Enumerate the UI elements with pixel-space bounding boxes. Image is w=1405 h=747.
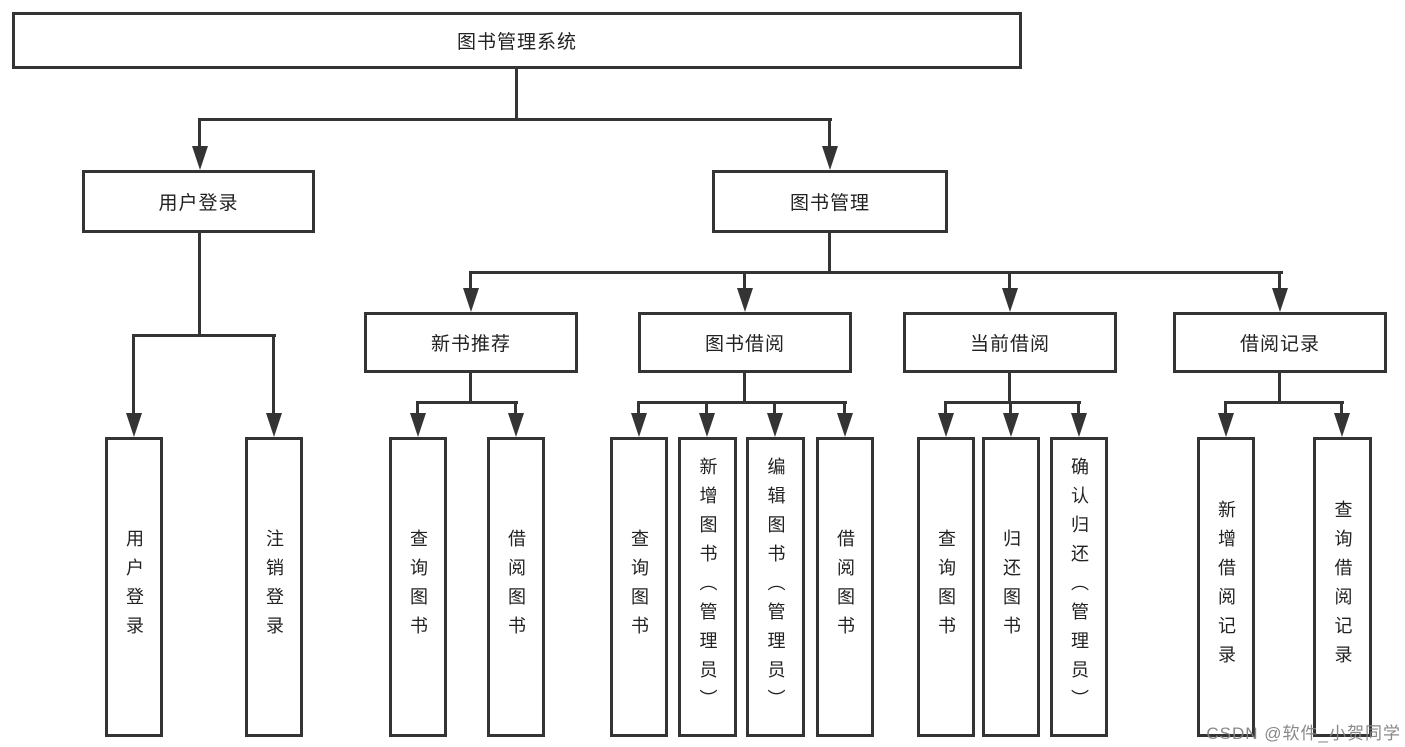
connector-arrowhead xyxy=(508,413,524,437)
connector-arrowhead xyxy=(463,288,479,312)
connector-line xyxy=(1340,401,1343,416)
node-book-management-label: 图书管理 xyxy=(789,193,870,214)
leaf-logout: 注销登录 xyxy=(245,437,303,737)
connector-arrowhead xyxy=(737,288,753,312)
connector-line xyxy=(944,401,1081,404)
connector-line xyxy=(743,271,746,291)
csdn-watermark: CSDN @软件_小贺同学 xyxy=(1206,724,1401,743)
leaf-edit-book-admin-label: 编辑图书（管理员） xyxy=(765,456,786,718)
leaf-confirm-return-admin: 确认归还（管理员） xyxy=(1050,437,1108,737)
leaf-query-borrow-record: 查询借阅记录 xyxy=(1313,437,1372,737)
node-current-borrow: 当前借阅 xyxy=(903,312,1117,373)
connector-line xyxy=(132,334,276,337)
node-new-book-recommend-label: 新书推荐 xyxy=(430,334,511,355)
connector-line xyxy=(743,372,746,403)
connector-arrowhead xyxy=(266,413,282,437)
node-root-label: 图书管理系统 xyxy=(456,32,577,53)
connector-line xyxy=(132,334,135,416)
connector-line xyxy=(1077,401,1080,416)
node-user-login-label: 用户登录 xyxy=(158,193,239,214)
connector-line xyxy=(1278,372,1281,403)
leaf-logout-label: 注销登录 xyxy=(264,529,284,645)
connector-arrowhead xyxy=(631,413,647,437)
leaf-add-borrow-record: 新增借阅记录 xyxy=(1197,437,1255,737)
node-book-borrow-label: 图书借阅 xyxy=(704,334,785,355)
connector-line xyxy=(637,401,847,404)
connector-line xyxy=(469,372,472,403)
connector-line xyxy=(1008,271,1011,291)
leaf-borrow-borrow-book: 借阅图书 xyxy=(816,437,874,737)
leaf-confirm-return-admin-label: 确认归还（管理员） xyxy=(1069,456,1089,718)
leaf-current-query-book-label: 查询图书 xyxy=(936,529,956,645)
leaf-borrow-query-book: 查询图书 xyxy=(610,437,668,737)
connector-line xyxy=(416,401,419,416)
node-book-borrow: 图书借阅 xyxy=(638,312,852,373)
connector-line xyxy=(198,118,201,148)
leaf-borrow-query-book-label: 查询图书 xyxy=(629,529,649,645)
connector-line xyxy=(773,401,776,416)
connector-line xyxy=(828,118,831,148)
connector-line xyxy=(416,401,518,404)
node-root: 图书管理系统 xyxy=(12,12,1022,69)
leaf-user-login: 用户登录 xyxy=(105,437,163,737)
connector-arrowhead xyxy=(1334,413,1350,437)
connector-arrowhead xyxy=(126,413,142,437)
leaf-rec-query-book: 查询图书 xyxy=(389,437,447,737)
connector-arrowhead xyxy=(410,413,426,437)
leaf-rec-borrow-book-label: 借阅图书 xyxy=(506,529,526,645)
leaf-rec-borrow-book: 借阅图书 xyxy=(487,437,545,737)
leaf-query-borrow-record-label: 查询借阅记录 xyxy=(1332,500,1353,674)
leaf-edit-book-admin: 编辑图书（管理员） xyxy=(746,437,805,737)
connector-line xyxy=(515,69,518,118)
leaf-add-borrow-record-label: 新增借阅记录 xyxy=(1216,500,1236,674)
node-borrow-records-label: 借阅记录 xyxy=(1239,334,1320,355)
leaf-return-book: 归还图书 xyxy=(982,437,1040,737)
leaf-return-book-label: 归还图书 xyxy=(1001,529,1021,645)
connector-line xyxy=(469,271,1283,274)
node-new-book-recommend: 新书推荐 xyxy=(364,312,578,373)
connector-arrowhead xyxy=(1003,413,1019,437)
connector-line xyxy=(1278,271,1281,291)
leaf-user-login-label: 用户登录 xyxy=(124,529,144,645)
connector-arrowhead xyxy=(192,146,208,170)
connector-arrowhead xyxy=(767,413,783,437)
connector-arrowhead xyxy=(822,146,838,170)
connector-arrowhead xyxy=(1002,288,1018,312)
connector-arrowhead xyxy=(699,413,715,437)
connector-line xyxy=(828,233,831,273)
node-user-login: 用户登录 xyxy=(82,170,315,233)
leaf-borrow-borrow-book-label: 借阅图书 xyxy=(835,529,855,645)
leaf-rec-query-book-label: 查询图书 xyxy=(408,529,428,645)
leaf-add-book-admin-label: 新增图书（管理员） xyxy=(697,456,718,718)
connector-arrowhead xyxy=(837,413,853,437)
connector-line xyxy=(705,401,708,416)
connector-line xyxy=(1224,401,1227,416)
connector-line xyxy=(469,271,472,291)
connector-line xyxy=(1224,401,1344,404)
connector-line xyxy=(198,118,832,121)
connector-arrowhead xyxy=(1218,413,1234,437)
node-book-management: 图书管理 xyxy=(712,170,948,233)
connector-line xyxy=(944,401,947,416)
node-current-borrow-label: 当前借阅 xyxy=(969,334,1050,355)
connector-line xyxy=(637,401,640,416)
connector-arrowhead xyxy=(1071,413,1087,437)
connector-line xyxy=(514,401,517,416)
connector-line xyxy=(1009,401,1012,416)
connector-arrowhead xyxy=(1272,288,1288,312)
leaf-add-book-admin: 新增图书（管理员） xyxy=(678,437,737,737)
connector-line xyxy=(198,233,201,336)
node-borrow-records: 借阅记录 xyxy=(1173,312,1387,373)
connector-line xyxy=(1008,372,1011,403)
connector-arrowhead xyxy=(938,413,954,437)
connector-line xyxy=(272,334,275,416)
connector-line xyxy=(843,401,846,416)
leaf-current-query-book: 查询图书 xyxy=(917,437,975,737)
